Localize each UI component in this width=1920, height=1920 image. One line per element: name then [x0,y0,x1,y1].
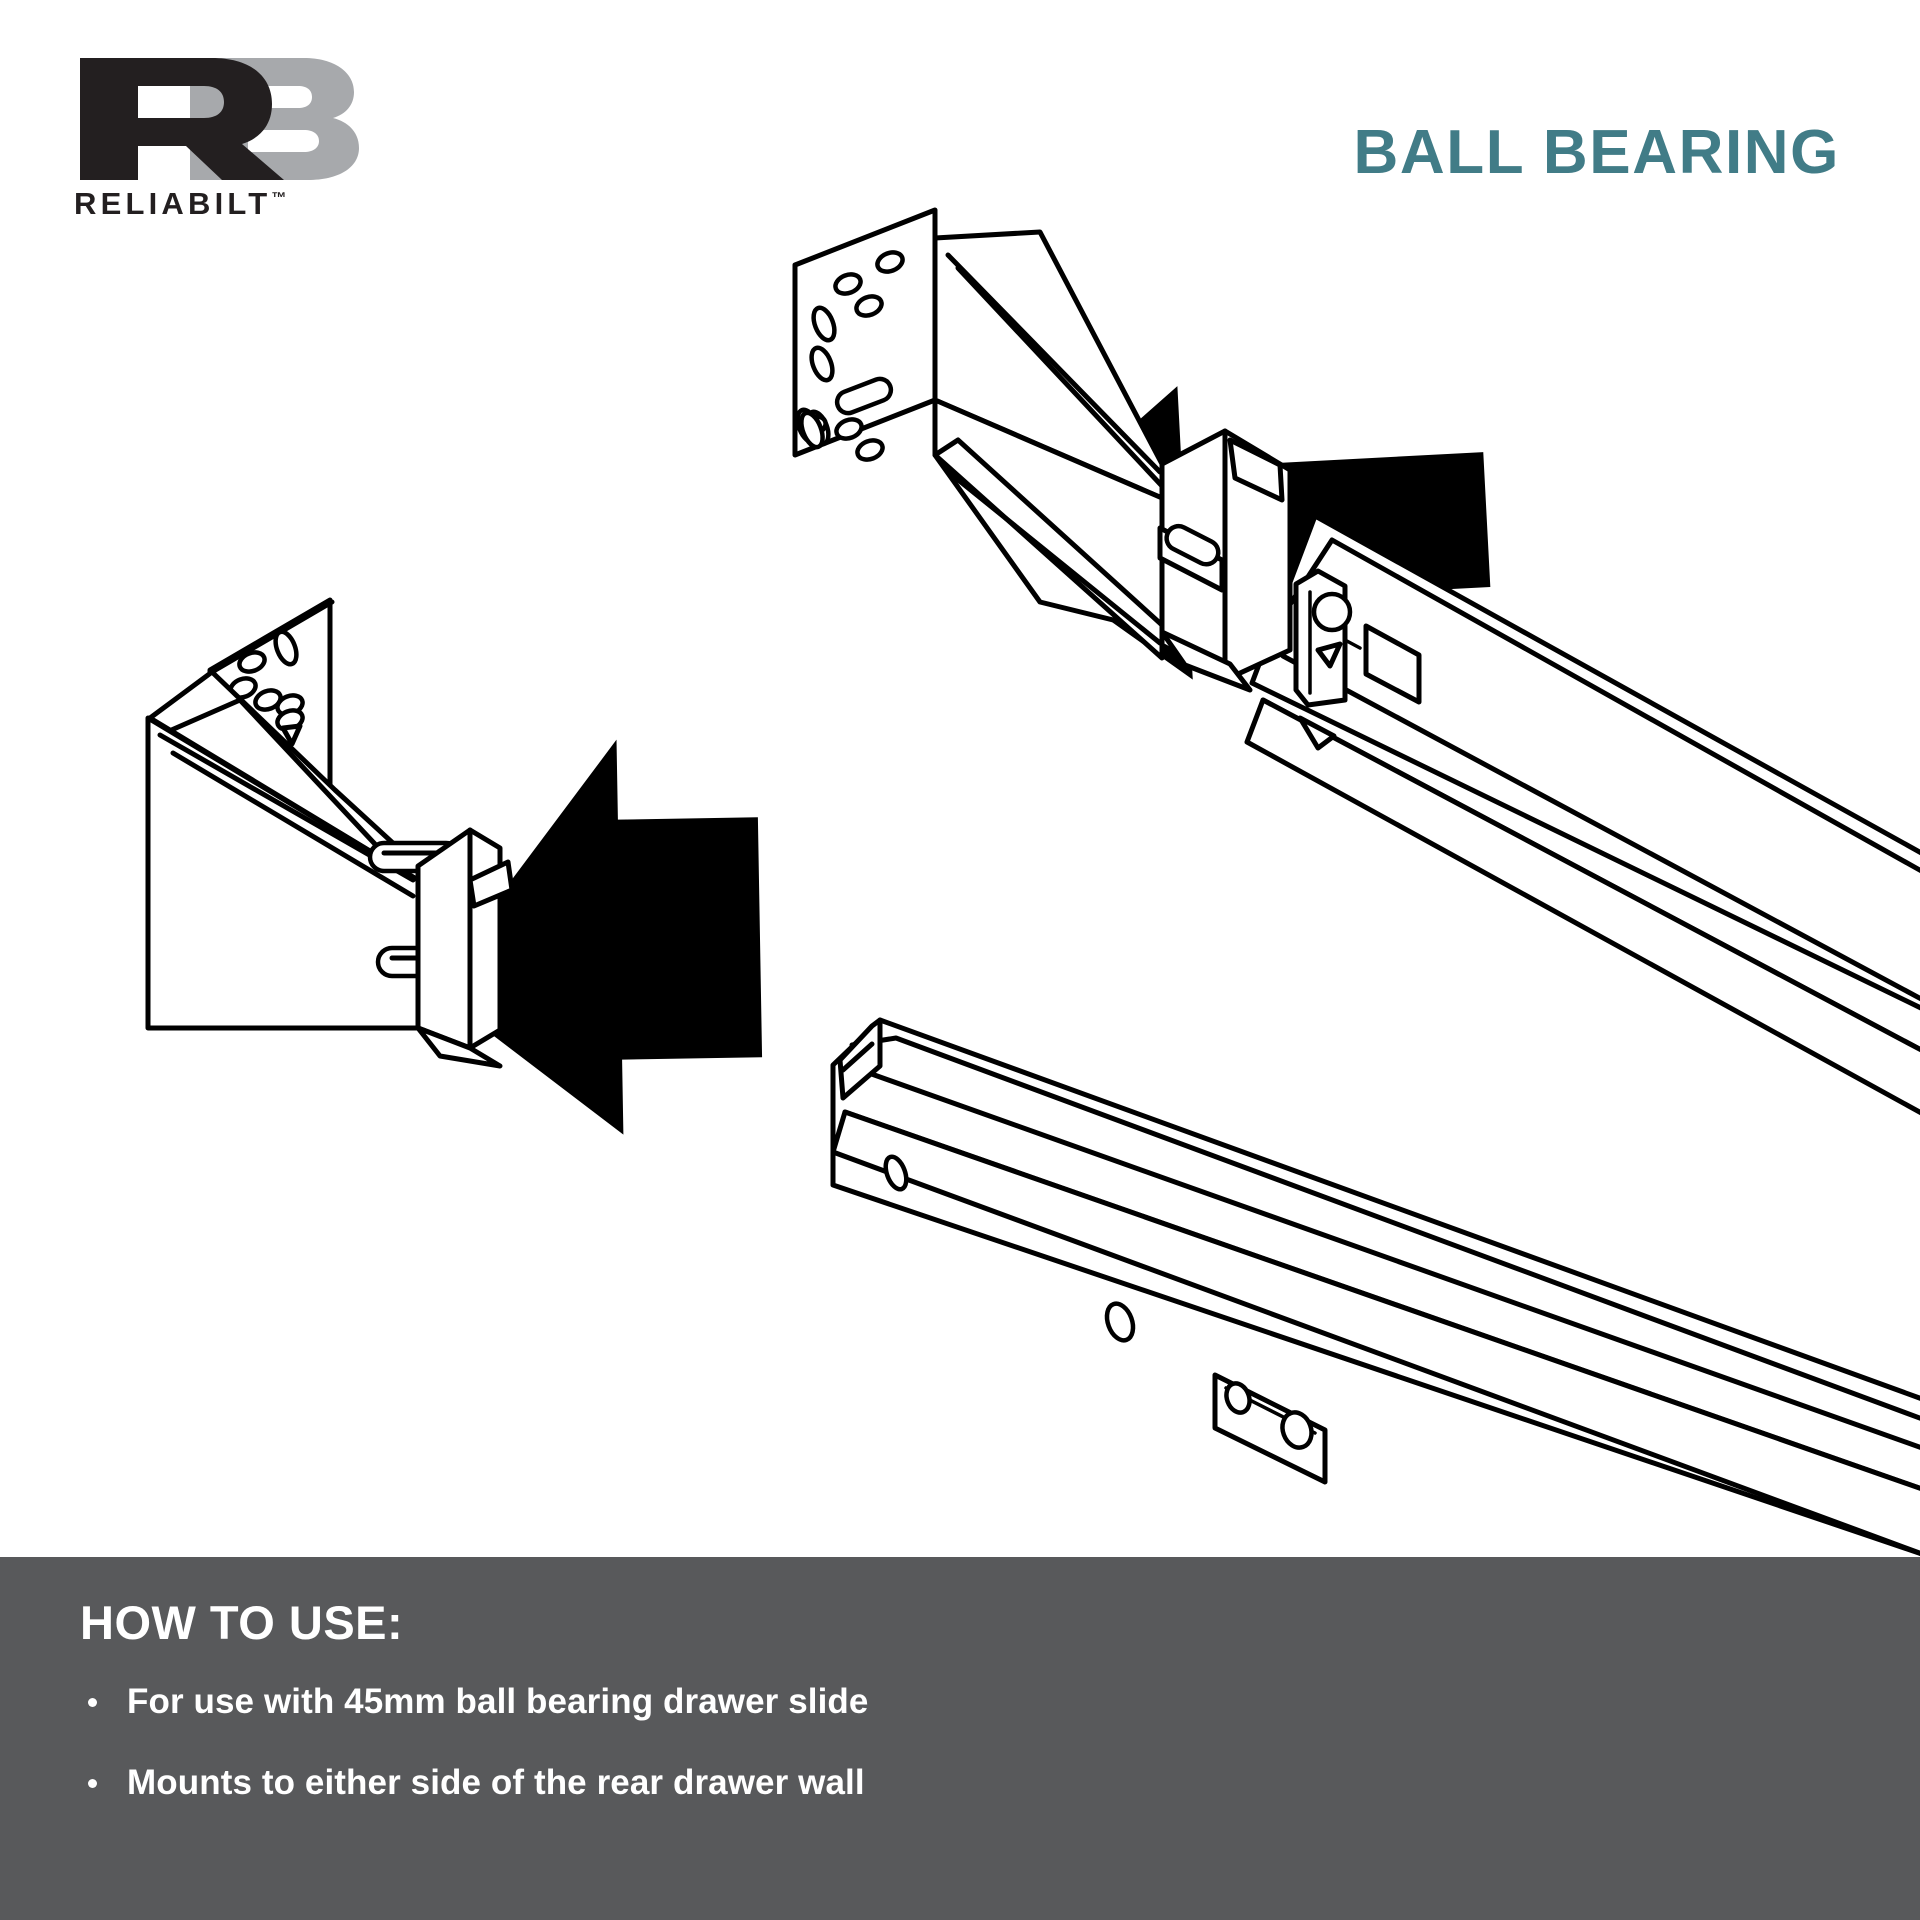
brand-wordmark: RELIABILT™ [74,188,286,219]
reliabilt-logo: RELIABILT™ [72,56,392,231]
how-to-use-list: For use with 45mm ball bearing drawer sl… [80,1684,1840,1800]
assembly-arrow-lower [430,739,763,1135]
rear-mount-bracket-left [145,597,515,1069]
list-item-text: Mounts to either side of the rear drawer… [127,1763,865,1802]
list-item: For use with 45mm ball bearing drawer sl… [80,1684,1840,1719]
product-illustration: .ln { fill:#ffffff; stroke:#000000; stro… [145,207,1920,1556]
bullet-icon [88,1779,97,1788]
ball-bearing-drawer-slide-rail-lower [830,1017,1920,1556]
how-to-use-panel: HOW TO USE: For use with 45mm ball beari… [0,1557,1920,1920]
bullet-icon [88,1698,97,1707]
brand-wordmark-text: RELIABILT [74,186,272,221]
rb-monogram-icon [72,56,372,181]
rear-mount-bracket-right [792,207,1293,693]
list-item-text: For use with 45mm ball bearing drawer sl… [127,1682,869,1721]
ball-bearing-drawer-slide-rail-upper [1244,513,1920,1116]
trademark-icon: ™ [271,189,287,207]
page-title: BALL BEARING [1353,118,1840,187]
how-to-use-heading: HOW TO USE: [80,1596,404,1649]
list-item: Mounts to either side of the rear drawer… [80,1765,1840,1800]
